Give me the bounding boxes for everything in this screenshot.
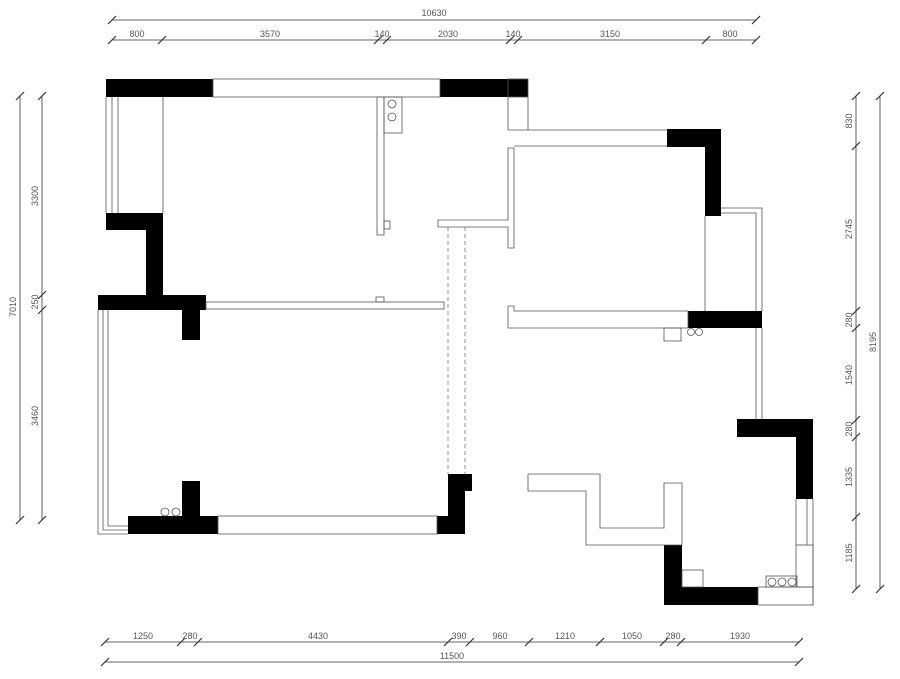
bottom-seg-7-label: 1050 [622, 631, 642, 641]
window-bottom [217, 515, 438, 535]
left-seg-2-label: 250 [30, 294, 40, 309]
top-seg-2-label: 3570 [260, 29, 280, 39]
right-overall-label: 8195 [868, 332, 878, 352]
bottom-seg-1-label: 1250 [133, 631, 153, 641]
wall-top-left [106, 79, 213, 97]
top-seg-3-label: 140 [374, 29, 389, 39]
right-seg-7-label: 1185 [844, 543, 854, 562]
solid-walls [98, 79, 813, 605]
bottom-seg-8-label: 280 [665, 631, 680, 641]
window-and-partition-lines [97, 78, 814, 606]
right-seg-3-label: 280 [844, 312, 854, 327]
bottom-seg-9-label: 1930 [730, 631, 750, 641]
bottom-seg-4-label: 390 [451, 631, 466, 641]
stove-fixture [757, 586, 814, 606]
right-seg-6-label: 1335 [844, 467, 854, 487]
dimension-chains: 10630 800 3570 140 2030 140 3150 800 701… [8, 8, 885, 667]
partition-vertical-top [376, 96, 385, 236]
top-seg-5-label: 140 [505, 29, 520, 39]
wall-lower-right-top [737, 419, 813, 437]
wall-top-middle [440, 79, 528, 97]
right-seg-4-label: 1540 [844, 365, 854, 385]
right-seg-5-label: 280 [844, 421, 854, 436]
partition-mid [205, 301, 445, 310]
bottom-seg-2-label: 280 [182, 631, 197, 641]
top-overall-label: 10630 [421, 8, 446, 18]
left-seg-3-label: 3460 [30, 406, 40, 426]
wall-middle-left [98, 295, 206, 310]
bottom-seg-5-label: 960 [492, 631, 507, 641]
sink-fixture [383, 96, 403, 134]
wall-lower-right-column [796, 419, 813, 499]
wall-middle-stub [182, 295, 200, 340]
fixture-circles [160, 507, 181, 517]
top-seg-4-label: 2030 [438, 29, 458, 39]
top-seg-7-label: 800 [722, 29, 737, 39]
wall-bottom-left [128, 516, 218, 534]
left-seg-1-label: 3300 [30, 186, 40, 206]
left-overall-label: 7010 [8, 297, 18, 317]
right-seg-1-label: 830 [844, 113, 854, 128]
wall-bottom-middle-cap [448, 474, 472, 491]
wall-right-middle [688, 311, 762, 328]
wall-bottom-stub [182, 481, 200, 517]
top-seg-1-label: 800 [129, 29, 144, 39]
top-seg-6-label: 3150 [600, 29, 620, 39]
wall-bottom-right [664, 587, 758, 605]
bottom-seg-3-label: 4430 [308, 631, 328, 641]
bottom-overall-label: 11500 [440, 651, 464, 661]
window-top [212, 78, 441, 98]
partition-stepped [527, 473, 683, 546]
bottom-seg-6-label: 1210 [555, 631, 575, 641]
wall-right-column [705, 129, 721, 216]
wall-left-column [146, 213, 163, 305]
right-seg-2-label: 2745 [844, 219, 854, 239]
